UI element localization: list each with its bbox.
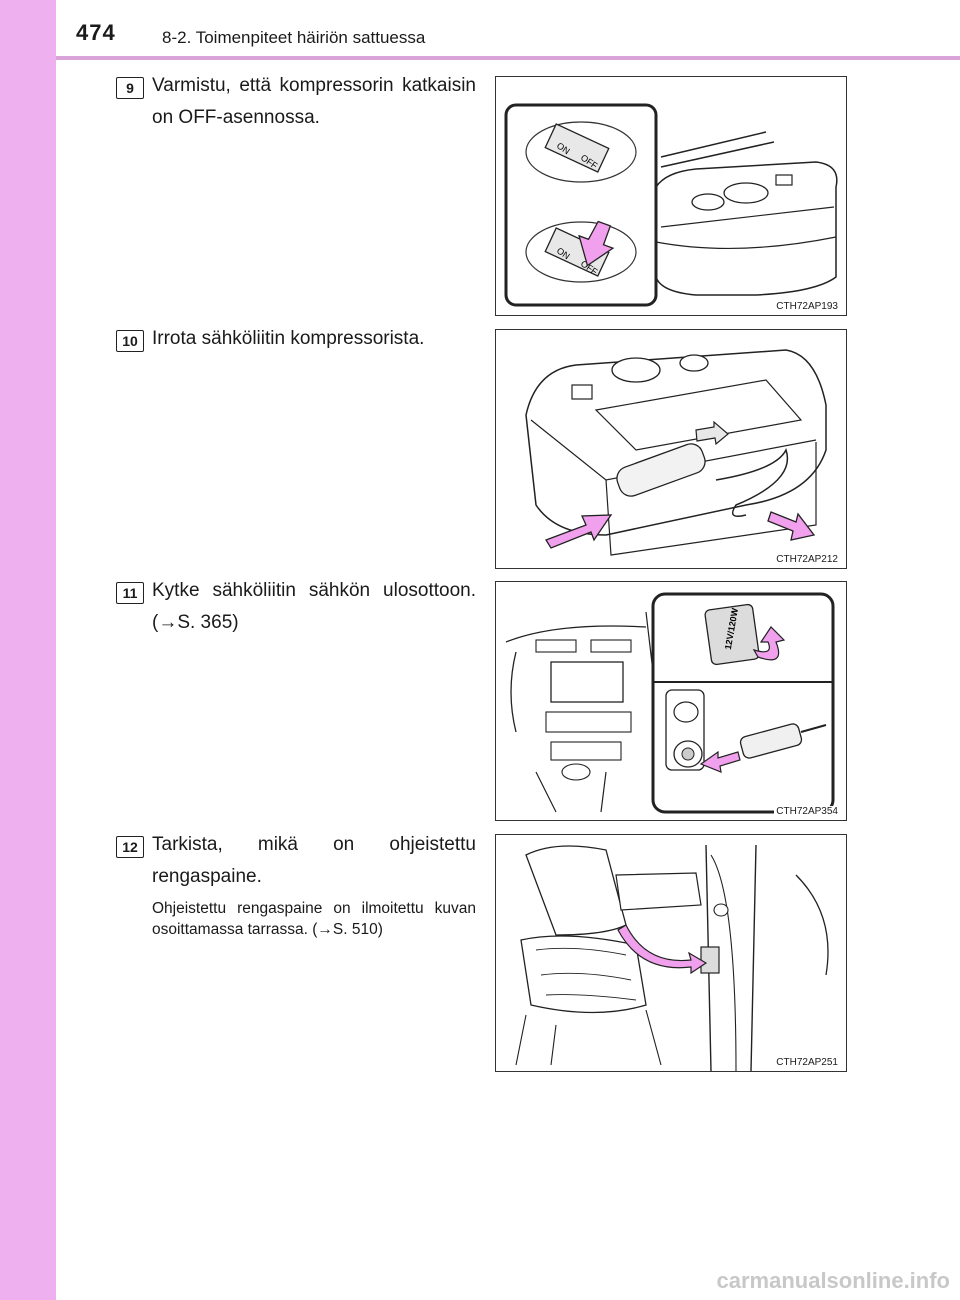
section-title: 8-2. Toimenpiteet häiriön sattuessa (162, 28, 426, 47)
step-text: Kytke sähköliitin sähkön ulosot­toon. (→… (152, 580, 476, 633)
figure-disconnect-plug: CTH72AP212 (495, 329, 847, 569)
compressor-plug-illustration (525, 349, 827, 556)
figure-code: CTH72AP193 (774, 301, 840, 312)
figure-code: CTH72AP212 (774, 554, 840, 565)
compressor-switch-illustration: ON OFF ON OFF (504, 103, 838, 307)
step-text: Tarkista, mikä on ohjeistettu rengaspain… (152, 834, 476, 887)
step-number-badge: 10 (116, 330, 144, 352)
header-rule (56, 56, 960, 60)
step-note: Ohjeistettu rengaspaine on ilmoi­tettu k… (152, 900, 476, 938)
step-text: Varmistu, että kompressorin katkaisin on… (152, 75, 476, 128)
page-number: 474 (76, 20, 116, 45)
figure-power-outlet: 12V/120W CTH72AP354 (495, 581, 847, 821)
step-number-badge: 11 (116, 582, 144, 604)
step-number-badge: 12 (116, 836, 144, 858)
figure-compressor-switch: ON OFF ON OFF CTH72AP193 (495, 76, 847, 316)
figure-code: CTH72AP251 (774, 1057, 840, 1068)
figure-code: CTH72AP354 (774, 806, 840, 817)
page-sidebar-tab (0, 0, 56, 1300)
watermark: carmanualsonline.info (716, 1268, 951, 1293)
step-text: Irrota sähköliitin kompressorista. (152, 328, 425, 349)
step-number-badge: 9 (116, 77, 144, 99)
figure-tire-pressure-label: CTH72AP251 (495, 834, 847, 1072)
power-outlet-illustration: 12V/120W (505, 592, 835, 814)
door-label-illustration (515, 844, 829, 1071)
